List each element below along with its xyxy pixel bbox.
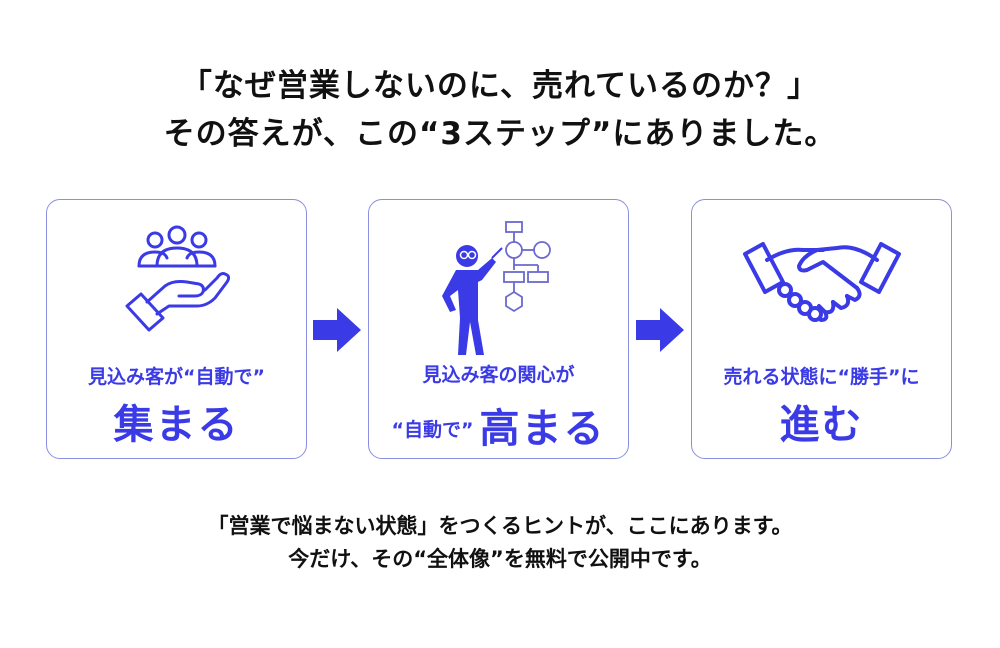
step-2-title-row: “自動で”高まる	[369, 396, 628, 454]
step-card-3: 売れる状態に“勝手”に 進む	[691, 199, 952, 459]
step-1-title: 集まる	[113, 402, 240, 448]
step-2-subtitle: 見込み客の関心が	[422, 364, 575, 386]
step-card-1: 見込み客が“自動で” 集まる	[46, 199, 307, 459]
handshake-icon	[692, 220, 951, 350]
step-card-2: 見込み客の関心が “自動で”高まる	[368, 199, 629, 459]
step-1-subtitle: 見込み客が“自動で”	[88, 366, 265, 388]
footer-line-2: 今だけ、その“全体像”を無料で公開中です。	[288, 547, 712, 571]
person-presenting-flowchart-icon	[369, 220, 628, 355]
footer-line-1: 「営業で悩まない状態」をつくるヒントが、ここにあります。	[207, 514, 793, 538]
step-2-title: 高まる	[479, 406, 606, 452]
step-3-title: 進む	[779, 402, 864, 448]
headline-line-1: 「なぜ営業しないのに、売れているのか？」	[180, 68, 820, 104]
step-2-prefix: “自動で”	[391, 419, 474, 441]
arrow-right-icon	[636, 308, 684, 352]
arrow-right-icon	[313, 308, 361, 352]
hand-holding-people-icon	[47, 220, 306, 350]
step-3-subtitle: 売れる状態に“勝手”に	[723, 366, 920, 388]
headline-line-2: その答えが、この“3ステップ”にありました。	[163, 116, 837, 152]
